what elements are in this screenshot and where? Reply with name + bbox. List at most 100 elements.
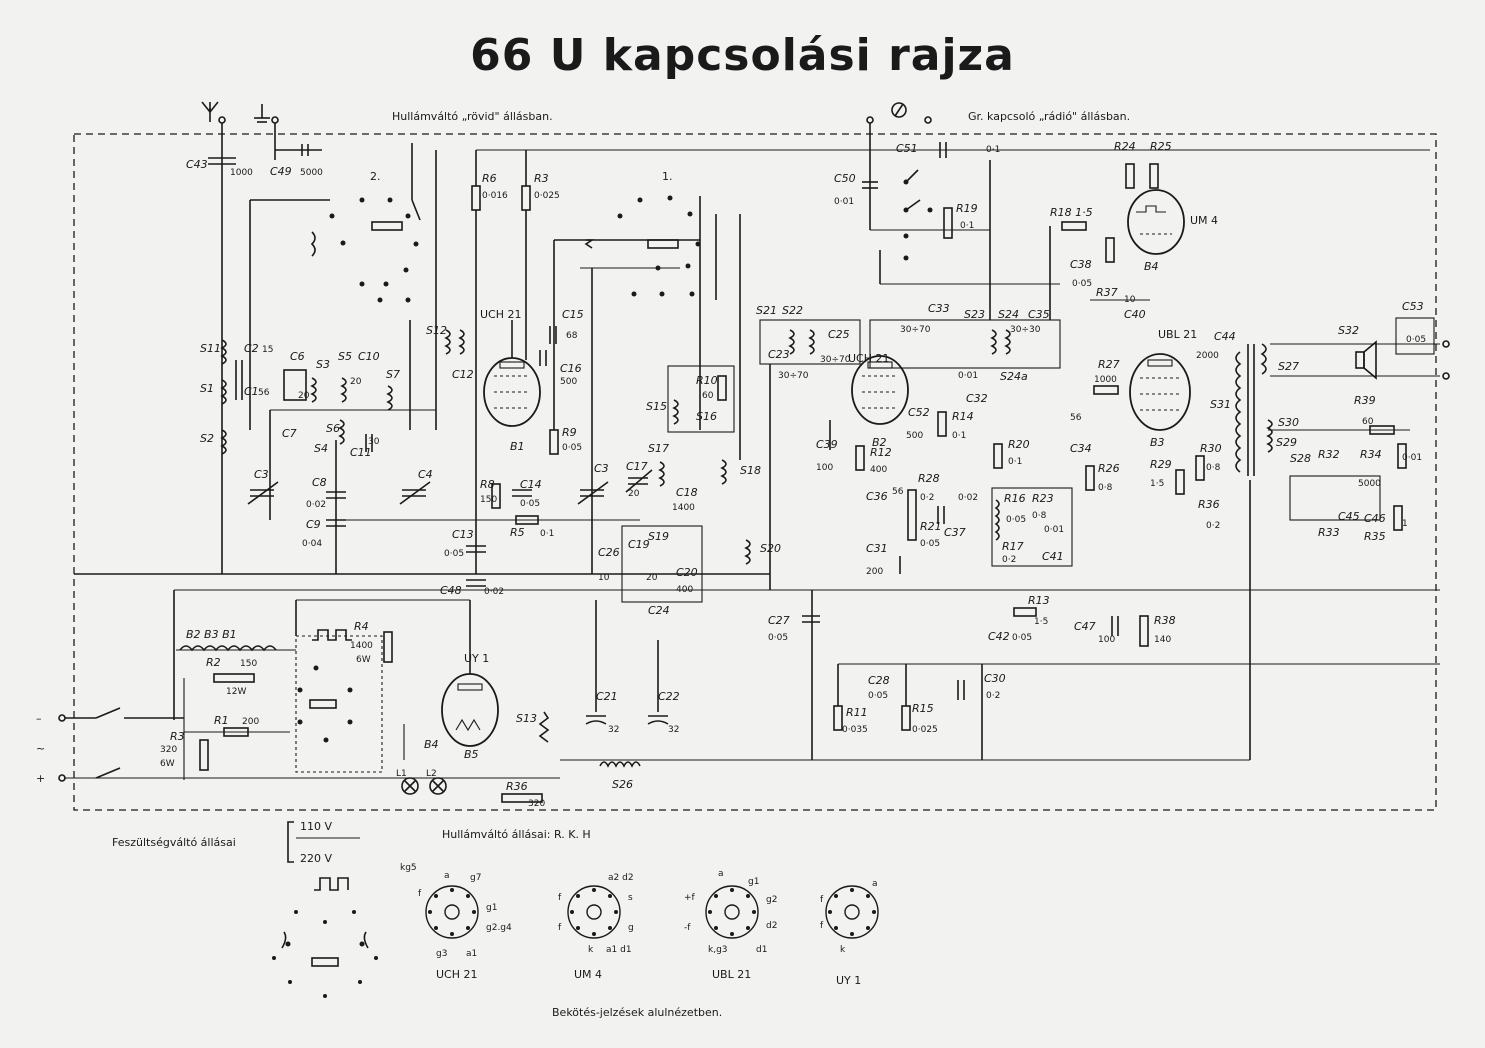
c46-label: C46 — [1364, 512, 1386, 525]
mains-minus-label: – — [36, 712, 42, 725]
c25-label: C25 — [828, 328, 850, 341]
s32-label: S32 — [1338, 324, 1359, 337]
c18-value: 1400 — [672, 503, 695, 513]
c20-label: C20 — [676, 566, 698, 579]
c4-label: C4 — [418, 468, 433, 481]
r15-label: R15 — [912, 702, 934, 715]
pinout-um4 — [567, 885, 621, 939]
c37-label: C37 — [944, 526, 966, 539]
r27-label: R27 — [1098, 358, 1120, 371]
s23-label: S23 — [964, 308, 985, 321]
s2-label: S2 — [200, 432, 214, 445]
tube-uch21-b1 — [483, 320, 541, 427]
r23-value: 0·8 — [1032, 511, 1047, 521]
r28-value: 0·2 — [920, 493, 934, 503]
c28-value: 0·05 — [868, 691, 888, 701]
pilot-lamp-l2-icon — [429, 777, 447, 795]
c17-label: C17 — [626, 460, 648, 473]
s3-label: S3 — [316, 358, 330, 371]
r10-value: 60 — [702, 391, 714, 401]
r29-label: R29 — [1150, 458, 1172, 471]
s13-label: S13 — [516, 712, 537, 725]
uch21-pin-g7: g7 — [470, 873, 481, 883]
um4-pin-s: s — [628, 893, 633, 903]
c24-label: C24 — [648, 604, 670, 617]
c28-label: C28 — [868, 674, 890, 687]
um4-pin-a1d1: a1 d1 — [606, 945, 632, 955]
l2-label: L2 — [426, 769, 437, 779]
um4-pin-f-a: f — [558, 893, 562, 903]
c15-value: 68 — [566, 331, 578, 341]
c30-label: C30 — [984, 672, 1006, 685]
pinout-um4-name: UM 4 — [574, 968, 602, 981]
s29-label: S29 — [1276, 436, 1297, 449]
c35-label: C35 — [1028, 308, 1050, 321]
b3-label: B3 — [1150, 436, 1165, 449]
c52-value: 500 — [906, 431, 923, 441]
b4-supply-label: B4 — [424, 738, 439, 751]
r1-value: 200 — [242, 717, 259, 727]
ubl21-name: UBL 21 — [1158, 328, 1197, 341]
output-transformer — [1235, 343, 1267, 476]
gramophone-input-icon — [891, 102, 907, 118]
r2-label: R2 — [206, 656, 221, 669]
s15-label: S15 — [646, 400, 667, 413]
r2-value: 150 — [240, 659, 257, 669]
c34-value: 56 — [1070, 413, 1082, 423]
ubl21-pin-g2: g2 — [766, 895, 777, 905]
c17-value: 20 — [628, 489, 640, 499]
uy1-pin-f-b: f — [820, 921, 824, 931]
uy1-pin-f-a: f — [820, 895, 824, 905]
c9-value: 0·04 — [302, 539, 322, 549]
r39-value: 60 — [1362, 417, 1374, 427]
r26-value: 0·8 — [1098, 483, 1113, 493]
s4-label: S4 — [314, 442, 328, 455]
c19-label: C19 — [628, 538, 650, 551]
pinout-uy1 — [825, 885, 879, 939]
r3-value: 0·025 — [534, 191, 560, 201]
uch21-pin-a1: a1 — [466, 949, 477, 959]
c36-value: 56 — [892, 487, 904, 497]
c38-label: C38 — [1070, 258, 1092, 271]
r39-label: R39 — [1354, 394, 1376, 407]
s11-label: S11 — [200, 342, 221, 355]
c18-label: C18 — [676, 486, 698, 499]
c27-label: C27 — [768, 614, 790, 627]
r10-label: R10 — [696, 374, 718, 387]
s24a-label: S24a — [1000, 370, 1028, 383]
s6-label: S6 — [326, 422, 340, 435]
antenna-icon — [201, 101, 219, 122]
c51-label: C51 — [896, 142, 918, 155]
um4-pin-k: k — [588, 945, 594, 955]
c40-label: C40 — [1124, 308, 1146, 321]
c35-value: 30÷30 — [1010, 325, 1041, 335]
c23-value: 30÷70 — [778, 371, 809, 381]
r5-value: 0·1 — [540, 529, 554, 539]
c53-label: C53 — [1402, 300, 1424, 313]
c26-label: C26 — [598, 546, 620, 559]
c20-value: 400 — [676, 585, 693, 595]
c15-label: C15 — [562, 308, 584, 321]
r34-value: 0·01 — [1402, 453, 1422, 463]
wave-switch-note: Hullámváltó „rövid" állásban. — [392, 110, 553, 123]
c16-label: C16 — [560, 362, 582, 375]
c14-value: 0·05 — [520, 499, 540, 509]
c10-value: 20 — [350, 377, 362, 387]
r2-wattage: 12W — [226, 687, 246, 697]
c2-label: C2 — [244, 342, 259, 355]
c22-label: C22 — [658, 690, 680, 703]
uy1-pin-k: k — [840, 945, 846, 955]
c6-value: 20 — [298, 391, 310, 401]
s26-label: S26 — [612, 778, 633, 791]
uch21-pin-g2g4: g2.g4 — [486, 923, 512, 933]
b1-label: B1 — [510, 440, 525, 453]
r9-value: 0·05 — [562, 443, 582, 453]
c48-value: 0·02 — [484, 587, 504, 597]
c32-value: 0·01 — [958, 371, 978, 381]
r3-supply-label: R3 — [170, 730, 185, 743]
r8-value: 150 — [480, 495, 497, 505]
c2-value: 15 — [262, 345, 273, 355]
c44-value: 2000 — [1196, 351, 1219, 361]
r4-label: R4 — [354, 620, 369, 633]
c44-label: C44 — [1214, 330, 1236, 343]
